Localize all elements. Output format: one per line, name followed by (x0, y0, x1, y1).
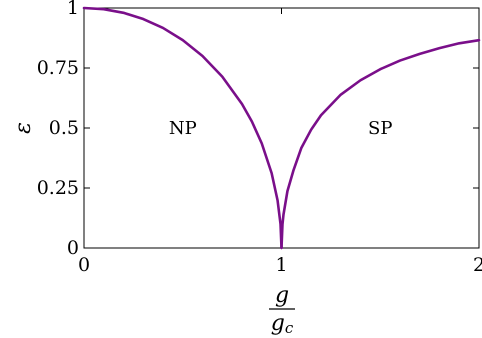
y-tick-label: 0.5 (49, 117, 79, 139)
series-group (82, 6, 481, 250)
region-label: NP (169, 118, 197, 139)
x-tick-label: 2 (473, 254, 482, 276)
ticks-group: 0 1 2 0 0.25 0.5 0.75 1 (37, 0, 482, 276)
series-line (82, 6, 283, 250)
x-axis-label-denominator-sub: c (285, 319, 294, 337)
y-tick-label: 0 (67, 237, 79, 259)
y-tick-label: 0.75 (37, 57, 79, 79)
x-axis-label: g gc (269, 283, 295, 337)
annotations-group: NP SP (169, 118, 393, 139)
plot-frame (83, 7, 480, 249)
y-tick-label: 1 (67, 0, 79, 19)
x-axis-label-denominator-base: g (271, 311, 285, 336)
x-tick-label: 0 (78, 254, 90, 276)
y-axis-label: ε (11, 122, 36, 134)
x-axis-label-numerator: g (275, 283, 289, 308)
x-axis-label-denominator: gc (271, 311, 294, 337)
y-tick-label: 0.25 (37, 177, 79, 199)
region-label: SP (368, 118, 392, 139)
x-tick-label: 1 (275, 254, 287, 276)
series-line (280, 38, 481, 250)
